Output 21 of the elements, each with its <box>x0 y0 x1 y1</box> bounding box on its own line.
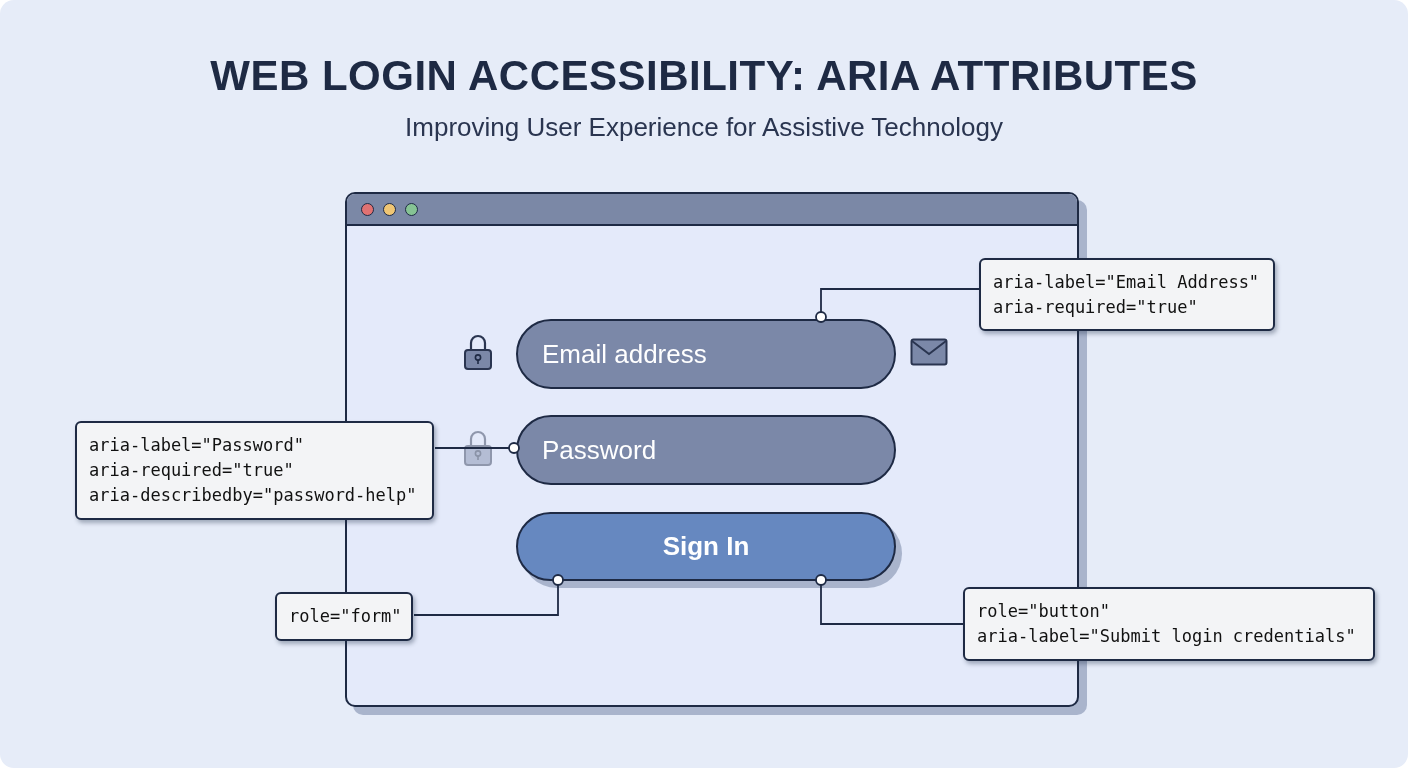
attribute-callout <box>963 587 1375 661</box>
password-input-field: Password <box>516 415 896 485</box>
leader-line <box>815 288 980 323</box>
attribute-callout <box>979 258 1275 331</box>
email-input-field: Email address <box>516 319 896 389</box>
leader-line <box>815 574 964 625</box>
attribute-text: aria-label="Submit login credentials" <box>977 625 1357 648</box>
attribute-callout <box>275 592 413 641</box>
attribute-text: role="button" <box>977 600 1112 623</box>
attribute-text: aria-label="Email Address" <box>993 270 1261 294</box>
subtitle: Improving User Experience for Assistive Technology <box>404 112 1004 143</box>
attribute-text: aria-required="true" <box>89 459 295 482</box>
attribute-text: role="form" <box>289 605 399 628</box>
leader-line <box>413 574 564 616</box>
attribute-text: aria-required="true" <box>993 295 1199 319</box>
attribute-text: aria-describedby="password-help" <box>89 484 418 507</box>
title: WEB LOGIN ACCESSIBILITY: ARIA ATTRIBUTES <box>209 52 1199 100</box>
attribute-callout <box>75 421 434 520</box>
leader-line <box>434 442 520 454</box>
attribute-text: aria-label="Password" <box>89 434 305 457</box>
sign-in-button: Sign In <box>516 512 896 581</box>
